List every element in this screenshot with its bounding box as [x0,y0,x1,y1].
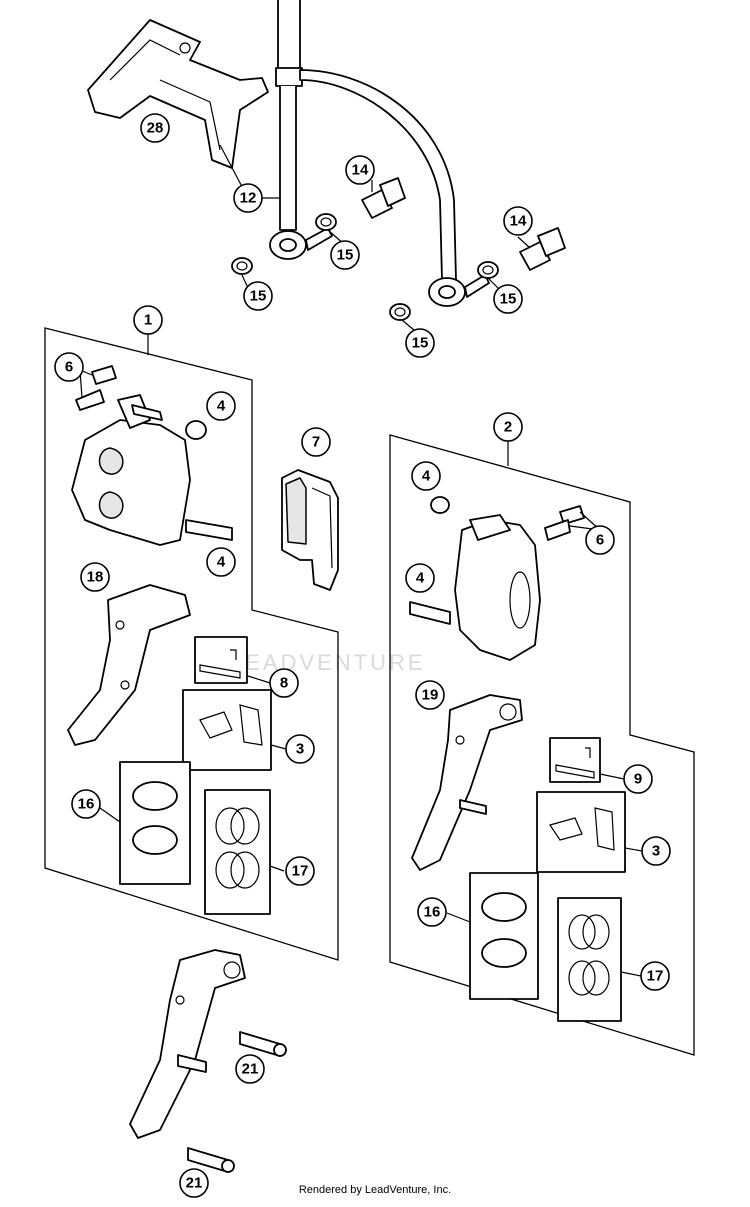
left-caliper [71,394,233,546]
left-piston-box [119,761,191,885]
mounting-bolts [187,1031,287,1173]
left-caliper-kit-panel [44,327,339,961]
callout-9: 9 [623,764,653,794]
callout-21a: 21 [235,1054,265,1084]
callout-15c: 15 [493,284,523,314]
svg-text:7: 7 [312,434,320,451]
right-bleed-screw [544,505,585,541]
left-caliper-bracket [67,584,191,746]
right-caliper-bracket [411,694,523,871]
right-pad-spring-box [536,791,626,873]
callout-18: 18 [80,562,110,592]
callout-16a: 16 [71,789,101,819]
svg-text:18: 18 [87,569,104,586]
callout-4b: 4 [206,547,236,577]
callout-3b: 3 [641,836,671,866]
svg-text:21: 21 [186,1175,203,1192]
svg-text:4: 4 [416,570,425,587]
callout-12: 12 [233,183,263,213]
svg-text:8: 8 [280,675,288,692]
callout-2: 2 [493,412,523,442]
left-pin-kit-box [194,636,248,684]
svg-text:14: 14 [510,213,527,230]
svg-text:16: 16 [78,796,95,813]
callout-4d: 4 [405,563,435,593]
svg-text:21: 21 [242,1061,259,1078]
svg-text:15: 15 [412,335,429,352]
svg-text:14: 14 [352,162,369,179]
svg-text:16: 16 [424,904,441,921]
svg-text:4: 4 [217,398,226,415]
callout-17b: 17 [640,961,670,991]
left-seal-box [204,789,271,915]
svg-text:28: 28 [147,120,164,137]
callout-14b: 14 [503,206,533,236]
callout-7: 7 [301,427,331,457]
washers-and-bolts [231,177,566,321]
svg-text:12: 12 [240,190,257,207]
callout-3a: 3 [285,734,315,764]
right-seal-box [557,897,622,1022]
brake-pads [281,469,339,591]
brake-line-assembly [269,0,490,307]
callout-15a: 15 [330,240,360,270]
svg-text:3: 3 [296,741,304,758]
left-pad-spring-box [182,689,272,771]
svg-text:15: 15 [250,288,267,305]
svg-text:17: 17 [292,863,309,880]
callout-1: 1 [133,305,163,335]
callout-28: 28 [140,113,170,143]
callout-15d: 15 [405,328,435,358]
footer-credit: Rendered by LeadVenture, Inc. [298,1184,452,1196]
callout-17a: 17 [285,856,315,886]
svg-text:1: 1 [144,312,152,329]
loose-caliper-bracket [129,949,246,1139]
svg-text:4: 4 [217,554,226,571]
right-piston-box [469,872,539,1000]
callout-8: 8 [269,668,299,698]
callout-6a: 6 [54,352,84,382]
right-caliper-kit-panel [389,434,695,1056]
callout-15b: 15 [243,281,273,311]
callout-16b: 16 [417,897,447,927]
svg-text:19: 19 [422,687,439,704]
callout-4c: 4 [411,461,441,491]
callout-4a: 4 [206,391,236,421]
right-pin-kit-box [549,737,601,783]
svg-text:3: 3 [652,843,660,860]
svg-text:15: 15 [337,247,354,264]
svg-text:4: 4 [422,468,431,485]
callout-14a: 14 [345,155,375,185]
svg-text:17: 17 [647,968,664,985]
svg-text:15: 15 [500,291,517,308]
svg-text:6: 6 [596,532,604,549]
right-caliper [409,496,541,661]
svg-text:9: 9 [634,771,642,788]
callout-19: 19 [415,680,445,710]
svg-text:2: 2 [504,419,512,436]
svg-text:6: 6 [65,359,73,376]
hose-clamp-bracket [87,19,269,169]
left-bleed-screws [75,365,117,411]
callout-6b: 6 [585,525,615,555]
callout-21b: 21 [179,1168,209,1198]
